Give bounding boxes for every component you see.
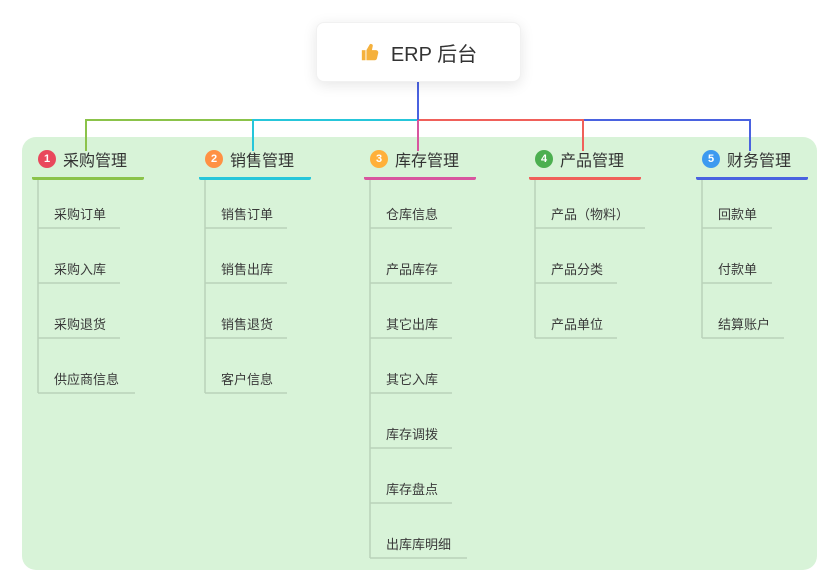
branch-label: 财务管理 [727,152,792,170]
child-node[interactable]: 采购入库 [54,262,107,277]
child-node[interactable]: 库存调拨 [386,427,439,442]
root-node[interactable]: ERP 后台 [316,22,521,82]
child-node[interactable]: 供应商信息 [54,372,120,387]
branch-label: 采购管理 [63,152,128,170]
child-node[interactable]: 出库库明细 [386,537,452,552]
branch-node-3[interactable]: 3 库存管理 [364,146,476,180]
branch-label: 库存管理 [395,152,460,170]
branch-label: 销售管理 [230,152,295,170]
child-node[interactable]: 销售退货 [221,317,274,332]
child-node[interactable]: 采购订单 [54,207,107,222]
branch-label: 产品管理 [560,152,625,170]
child-node[interactable]: 其它入库 [386,372,439,387]
child-node[interactable]: 产品分类 [551,262,604,277]
branch-node-5[interactable]: 5 财务管理 [696,146,808,180]
child-node[interactable]: 产品（物料） [551,207,630,222]
child-node[interactable]: 付款单 [718,262,758,277]
branch-number-badge: 3 [370,149,388,168]
child-node[interactable]: 产品库存 [386,262,439,277]
mindmap-background-panel [22,137,817,570]
child-node[interactable]: 库存盘点 [386,482,439,497]
branch-number-badge: 2 [205,149,223,168]
thumbs-up-icon [360,41,382,63]
root-label: ERP 后台 [390,43,478,66]
child-node[interactable]: 销售出库 [221,262,274,277]
branch-number-badge: 5 [702,149,720,168]
branch-node-1[interactable]: 1 采购管理 [32,146,144,180]
child-node[interactable]: 采购退货 [54,317,107,332]
child-node[interactable]: 仓库信息 [386,207,439,222]
branch-node-4[interactable]: 4 产品管理 [529,146,641,180]
branch-number-badge: 4 [535,149,553,168]
child-node[interactable]: 客户信息 [221,372,274,387]
child-node[interactable]: 结算账户 [718,317,771,332]
child-node[interactable]: 销售订单 [221,207,274,222]
child-node[interactable]: 其它出库 [386,317,439,332]
child-node[interactable]: 回款单 [718,207,758,222]
branch-number-badge: 1 [38,149,56,168]
branch-node-2[interactable]: 2 销售管理 [199,146,311,180]
child-node[interactable]: 产品单位 [551,317,604,332]
